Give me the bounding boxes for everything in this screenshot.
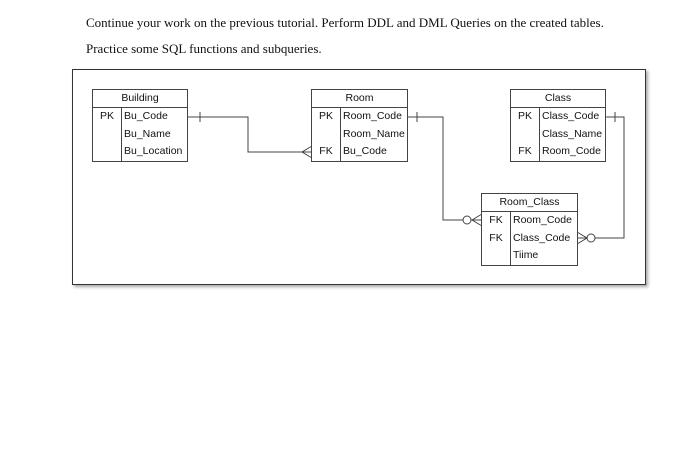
key-label: FK — [319, 145, 333, 157]
field-name: Room_Code — [340, 108, 407, 126]
rel-building-room-line — [186, 116, 312, 153]
key-label — [93, 126, 121, 144]
rel-room-roomclass-line — [407, 116, 482, 221]
entity-class: Class PK Class_Code Class_Name FK Room_C… — [510, 89, 606, 162]
field-name: Room_Code — [539, 143, 605, 161]
key-label: PK — [99, 110, 114, 122]
attribute-row: Tiime — [482, 247, 577, 265]
instruction-line-2: Practice some SQL functions and subqueri… — [86, 41, 322, 56]
attribute-row: PK Bu_Code — [93, 108, 187, 126]
field-name: Bu_Name — [121, 125, 187, 143]
zero-marker — [586, 233, 596, 243]
crowfoot-many-marker — [576, 231, 588, 245]
entity-room-class: Room_Class FK Room_Code FK Class_Code Ti… — [481, 193, 578, 266]
key-label: FK — [489, 214, 503, 226]
attribute-row: Room_Name — [312, 125, 407, 144]
field-name: Class_Code — [510, 229, 577, 247]
entity-title: Class — [511, 90, 605, 108]
field-name: Bu_Code — [121, 108, 187, 126]
attribute-row: Bu_Name — [93, 125, 187, 144]
field-name: Bu_Location — [121, 143, 187, 161]
key-label: FK — [518, 145, 532, 157]
attribute-row: PK Room_Code — [312, 108, 407, 126]
attribute-row: FK Class_Code — [482, 229, 577, 247]
entity-room: Room PK Room_Code Room_Name FK Bu_Code — [311, 89, 408, 162]
zero-marker — [462, 215, 472, 225]
entity-title: Building — [93, 90, 187, 108]
entity-title: Room — [312, 90, 407, 108]
field-name: Bu_Code — [340, 143, 407, 161]
key-label — [482, 247, 510, 265]
field-name: Tiime — [510, 247, 577, 265]
attribute-row: FK Room_Code — [482, 212, 577, 230]
attribute-row: Bu_Location — [93, 143, 187, 161]
entity-title: Room_Class — [482, 194, 577, 212]
attribute-row: Class_Name — [511, 125, 605, 144]
attribute-row: PK Class_Code — [511, 108, 605, 126]
field-name: Room_Name — [340, 125, 407, 143]
key-label — [312, 126, 340, 144]
entity-building: Building PK Bu_Code Bu_Name Bu_Location — [92, 89, 188, 162]
field-name: Room_Code — [510, 212, 577, 230]
key-label — [93, 143, 121, 161]
attribute-row: FK Room_Code — [511, 143, 605, 161]
instruction-line-1: Continue your work on the previous tutor… — [86, 15, 604, 30]
key-label — [511, 126, 539, 144]
attribute-row: FK Bu_Code — [312, 143, 407, 161]
field-name: Class_Name — [539, 125, 605, 143]
field-name: Class_Code — [539, 108, 605, 126]
key-label: PK — [318, 110, 333, 122]
crowfoot-many-marker — [471, 213, 483, 227]
key-label: FK — [489, 231, 503, 244]
key-label: PK — [517, 110, 532, 122]
crowfoot-many-marker — [301, 145, 313, 159]
